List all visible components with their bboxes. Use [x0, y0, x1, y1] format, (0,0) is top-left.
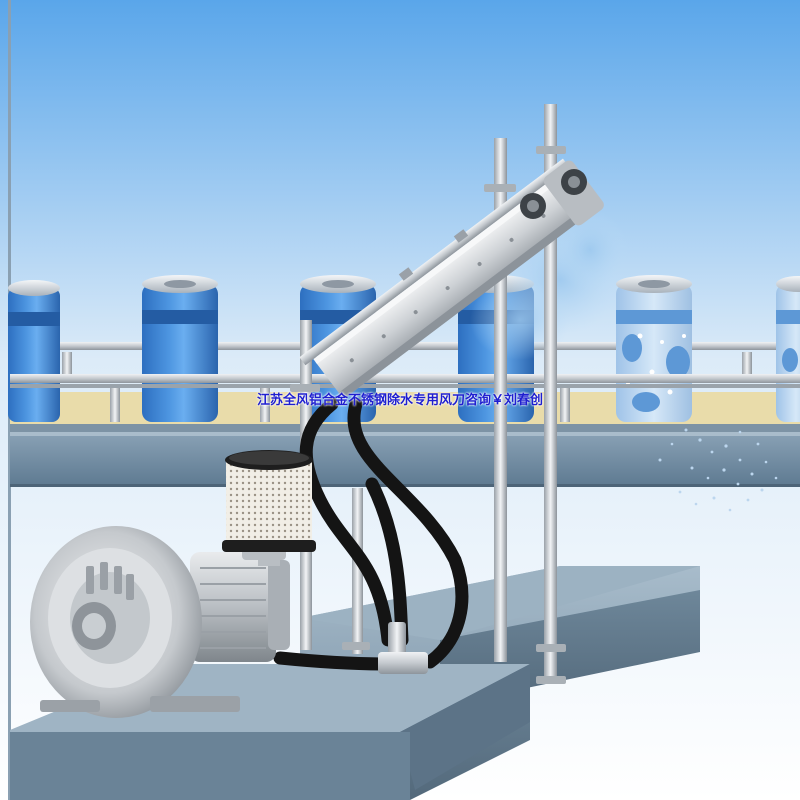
can-1 [8, 280, 60, 422]
left-platform [10, 664, 530, 800]
tee-fitting [378, 622, 428, 674]
conveyor-lower-rail [10, 384, 800, 388]
filter-icon [222, 450, 316, 566]
conveyor-body [10, 432, 800, 486]
conveyor-front-rail [10, 374, 800, 383]
air-knife-icon [299, 158, 604, 400]
conveyor-deck-edge [10, 424, 800, 432]
knife-clamp-2 [561, 169, 587, 195]
rail-brackets [62, 352, 752, 422]
caption-overlay-text: 江苏全风铝合金不锈钢除水专用风刀咨询￥刘春创 [256, 393, 543, 408]
knife-clamp-1 [520, 193, 546, 219]
blower-icon [30, 526, 290, 718]
